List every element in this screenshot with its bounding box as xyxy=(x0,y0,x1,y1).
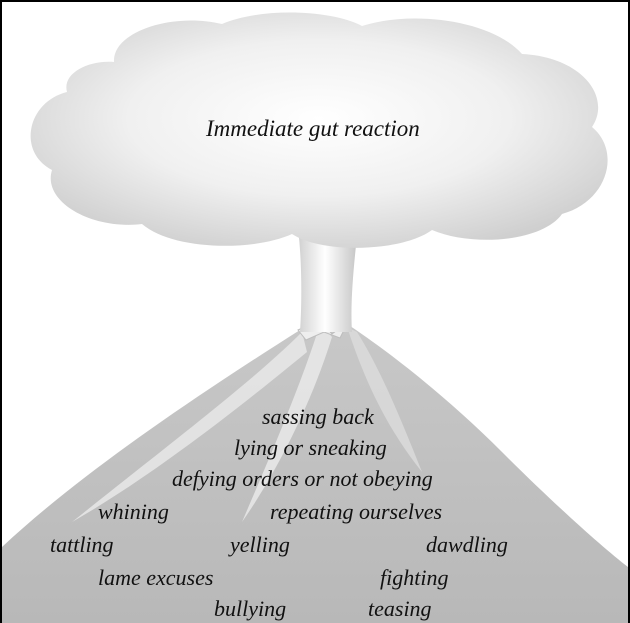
trigger-whining: whining xyxy=(98,501,169,523)
trigger-fighting: fighting xyxy=(380,567,448,589)
trigger-yelling: yelling xyxy=(230,534,290,556)
trigger-defying-orders: defying orders or not obeying xyxy=(172,468,433,490)
trigger-bullying: bullying xyxy=(214,598,286,620)
trigger-teasing: teasing xyxy=(368,598,432,620)
cloud-label: Immediate gut reaction xyxy=(206,117,420,140)
trigger-dawdling: dawdling xyxy=(426,534,508,556)
trigger-lame-excuses: lame excuses xyxy=(98,567,213,589)
trigger-lying-or-sneaking: lying or sneaking xyxy=(234,437,387,459)
trigger-repeating-ourselves: repeating ourselves xyxy=(270,501,442,523)
trigger-tattling: tattling xyxy=(50,534,114,556)
trigger-sassing-back: sassing back xyxy=(262,406,374,428)
